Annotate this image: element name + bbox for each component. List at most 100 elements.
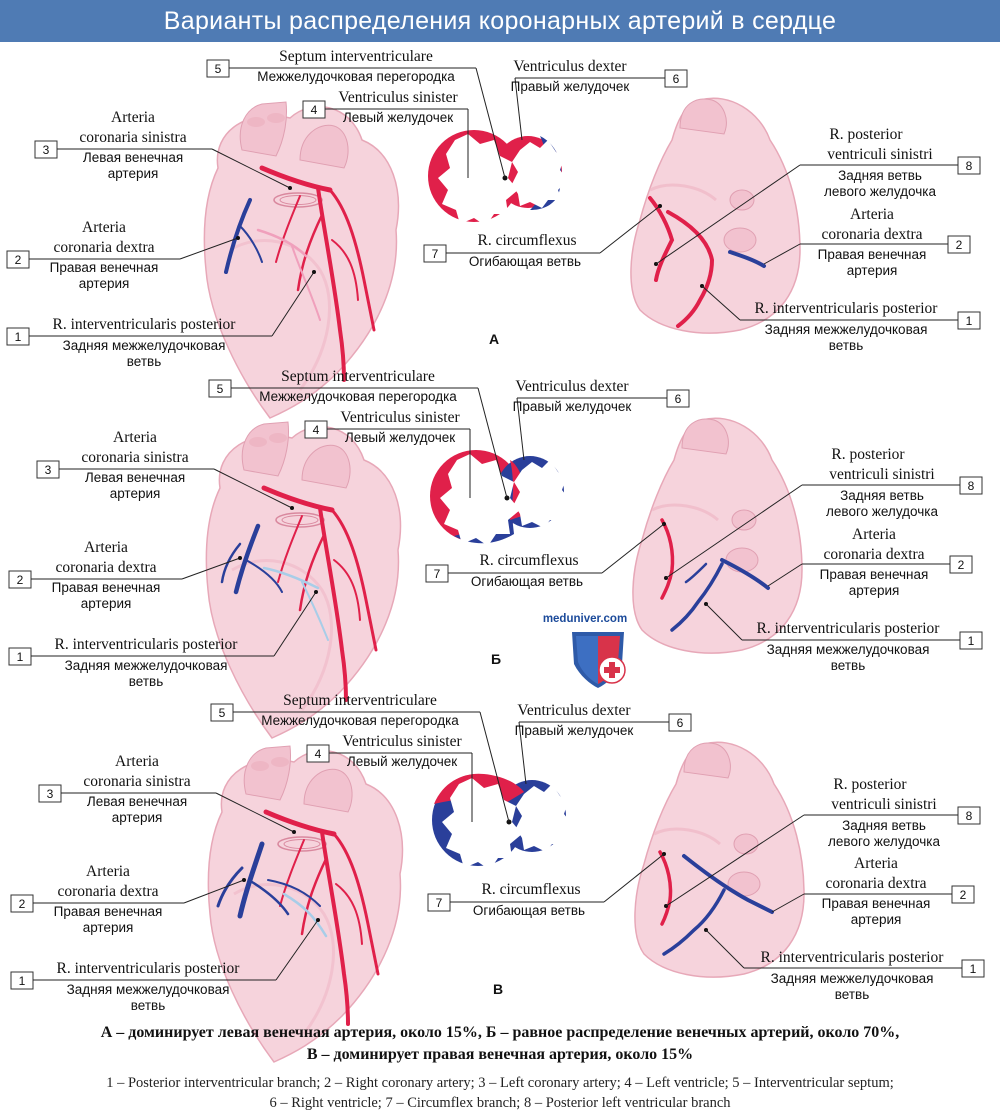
label-number: 3 [47, 787, 54, 801]
lca-latin-2: coronaria sinistra [79, 129, 186, 146]
rca-russian-2: артерия [83, 920, 134, 935]
rca-back-russian-1: Правая венечная [822, 896, 931, 911]
page-title: Варианты распределения коронарных артери… [163, 7, 837, 35]
label-number: 3 [45, 463, 52, 477]
panel-letter: А [489, 331, 499, 347]
rv-russian: Правый желудочек [511, 79, 630, 94]
label-number: 2 [19, 897, 26, 911]
label-number: 6 [673, 72, 680, 86]
panel-letter: В [493, 981, 503, 997]
lca-latin-1: Arteria [111, 109, 155, 126]
rv-latin: Ventriculus dexter [513, 58, 627, 75]
rca-back-russian-2: артерия [849, 583, 900, 598]
circ-russian: Огибающая ветвь [473, 903, 585, 918]
label-number: 7 [432, 247, 439, 261]
circ-latin: R. circumflexus [479, 552, 578, 569]
rca-latin-1: Arteria [86, 863, 130, 880]
pib-back-russian-1: Задняя межжелудочковая [771, 971, 934, 986]
rca-latin-1: Arteria [84, 539, 128, 556]
label-number: 8 [966, 809, 973, 823]
watermark-site: meduniver.com [543, 613, 627, 625]
pib-back-latin: R. interventricularis posterior [755, 300, 939, 317]
pib-back-russian-2: ветвь [829, 338, 863, 353]
rca-back-russian-2: артерия [847, 263, 898, 278]
lca-russian-1: Левая венечная [87, 794, 187, 809]
label-number: 7 [436, 896, 443, 910]
label-number: 2 [956, 238, 963, 252]
plv-russian-1: Задняя ветвь [842, 818, 926, 833]
legend-line-2: 6 – Right ventricle; 7 – Circumflex bran… [269, 1095, 731, 1111]
lv-russian: Левый желудочек [343, 110, 453, 125]
lca-russian-2: артерия [110, 486, 161, 501]
lv-latin: Ventriculus sinister [338, 89, 458, 106]
lv-russian: Левый желудочек [347, 754, 457, 769]
watermark: meduniver.com [543, 613, 627, 688]
lca-latin-2: coronaria sinistra [81, 449, 188, 466]
rv-russian: Правый желудочек [513, 399, 632, 414]
rca-back-russian-1: Правая венечная [820, 567, 929, 582]
circ-latin: R. circumflexus [477, 232, 576, 249]
lv-latin: Ventriculus sinister [342, 733, 462, 750]
label-number: 6 [675, 392, 682, 406]
label-number: 6 [677, 716, 684, 730]
pib-russian-2: ветвь [129, 674, 163, 689]
rca-back-latin-2: coronaria dextra [823, 546, 924, 563]
plv-latin-1: R. posterior [829, 126, 903, 143]
plv-latin-1: R. posterior [833, 776, 907, 793]
plv-russian-2: левого желудочка [828, 834, 940, 849]
shield-cross-icon [572, 632, 626, 688]
plv-latin-2: ventriculi sinistri [829, 466, 935, 483]
septum-russian: Межжелудочковая перегородка [261, 713, 459, 728]
label-number: 5 [217, 382, 224, 396]
plv-russian-2: левого желудочка [824, 184, 936, 199]
panel-a [202, 96, 802, 420]
rv-russian: Правый желудочек [515, 723, 634, 738]
labels-panel-a: 5 Septum interventriculare Межжелудочков… [6, 48, 981, 369]
rca-back-latin-2: coronaria dextra [825, 875, 926, 892]
rca-russian-1: Правая венечная [50, 260, 159, 275]
label-number: 4 [313, 423, 320, 437]
plv-latin-2: ventriculi sinistri [831, 796, 937, 813]
label-number: 1 [19, 974, 26, 988]
caption-line-2: В – доминирует правая венечная артерия, … [306, 1046, 694, 1063]
rca-russian-1: Правая венечная [52, 580, 161, 595]
panel-c [206, 740, 806, 1064]
pib-latin: R. interventricularis posterior [53, 316, 237, 333]
rca-russian-1: Правая венечная [54, 904, 163, 919]
lca-russian-1: Левая венечная [83, 150, 183, 165]
rca-latin-2: coronaria dextra [57, 883, 158, 900]
rca-latin-1: Arteria [82, 219, 126, 236]
rca-russian-2: артерия [81, 596, 132, 611]
plv-russian-1: Задняя ветвь [838, 168, 922, 183]
rca-back-russian-1: Правая венечная [818, 247, 927, 262]
labels-panel-c: 5 Septum interventriculare Межжелудочков… [10, 692, 985, 1013]
lca-russian-2: артерия [112, 810, 163, 825]
label-number: 7 [434, 567, 441, 581]
rca-back-latin-1: Arteria [854, 855, 898, 872]
pib-latin: R. interventricularis posterior [55, 636, 239, 653]
panel-letter: Б [491, 651, 501, 667]
pib-back-russian-2: ветвь [835, 987, 869, 1002]
label-number: 5 [219, 706, 226, 720]
caption-line-1: А – доминирует левая венечная артерия, о… [100, 1024, 900, 1041]
label-number: 1 [17, 650, 24, 664]
rca-latin-2: coronaria dextra [53, 239, 154, 256]
legend-line-1: 1 – Posterior interventricular branch; 2… [106, 1075, 894, 1091]
lv-russian: Левый желудочек [345, 430, 455, 445]
label-number: 8 [966, 159, 973, 173]
septum-russian: Межжелудочковая перегородка [257, 69, 455, 84]
label-number: 4 [311, 103, 318, 117]
label-number: 2 [17, 573, 24, 587]
rca-russian-2: артерия [79, 276, 130, 291]
pib-russian-1: Задняя межжелудочковая [63, 338, 226, 353]
septum-russian: Межжелудочковая перегородка [259, 389, 457, 404]
lv-latin: Ventriculus sinister [340, 409, 460, 426]
labels-panel-b: 5 Septum interventriculare Межжелудочков… [8, 368, 983, 689]
rca-latin-2: coronaria dextra [55, 559, 156, 576]
label-number: 4 [315, 747, 322, 761]
plv-latin-2: ventriculi sinistri [827, 146, 933, 163]
plv-russian-2: левого желудочка [826, 504, 938, 519]
rca-back-russian-2: артерия [851, 912, 902, 927]
label-number: 5 [215, 62, 222, 76]
